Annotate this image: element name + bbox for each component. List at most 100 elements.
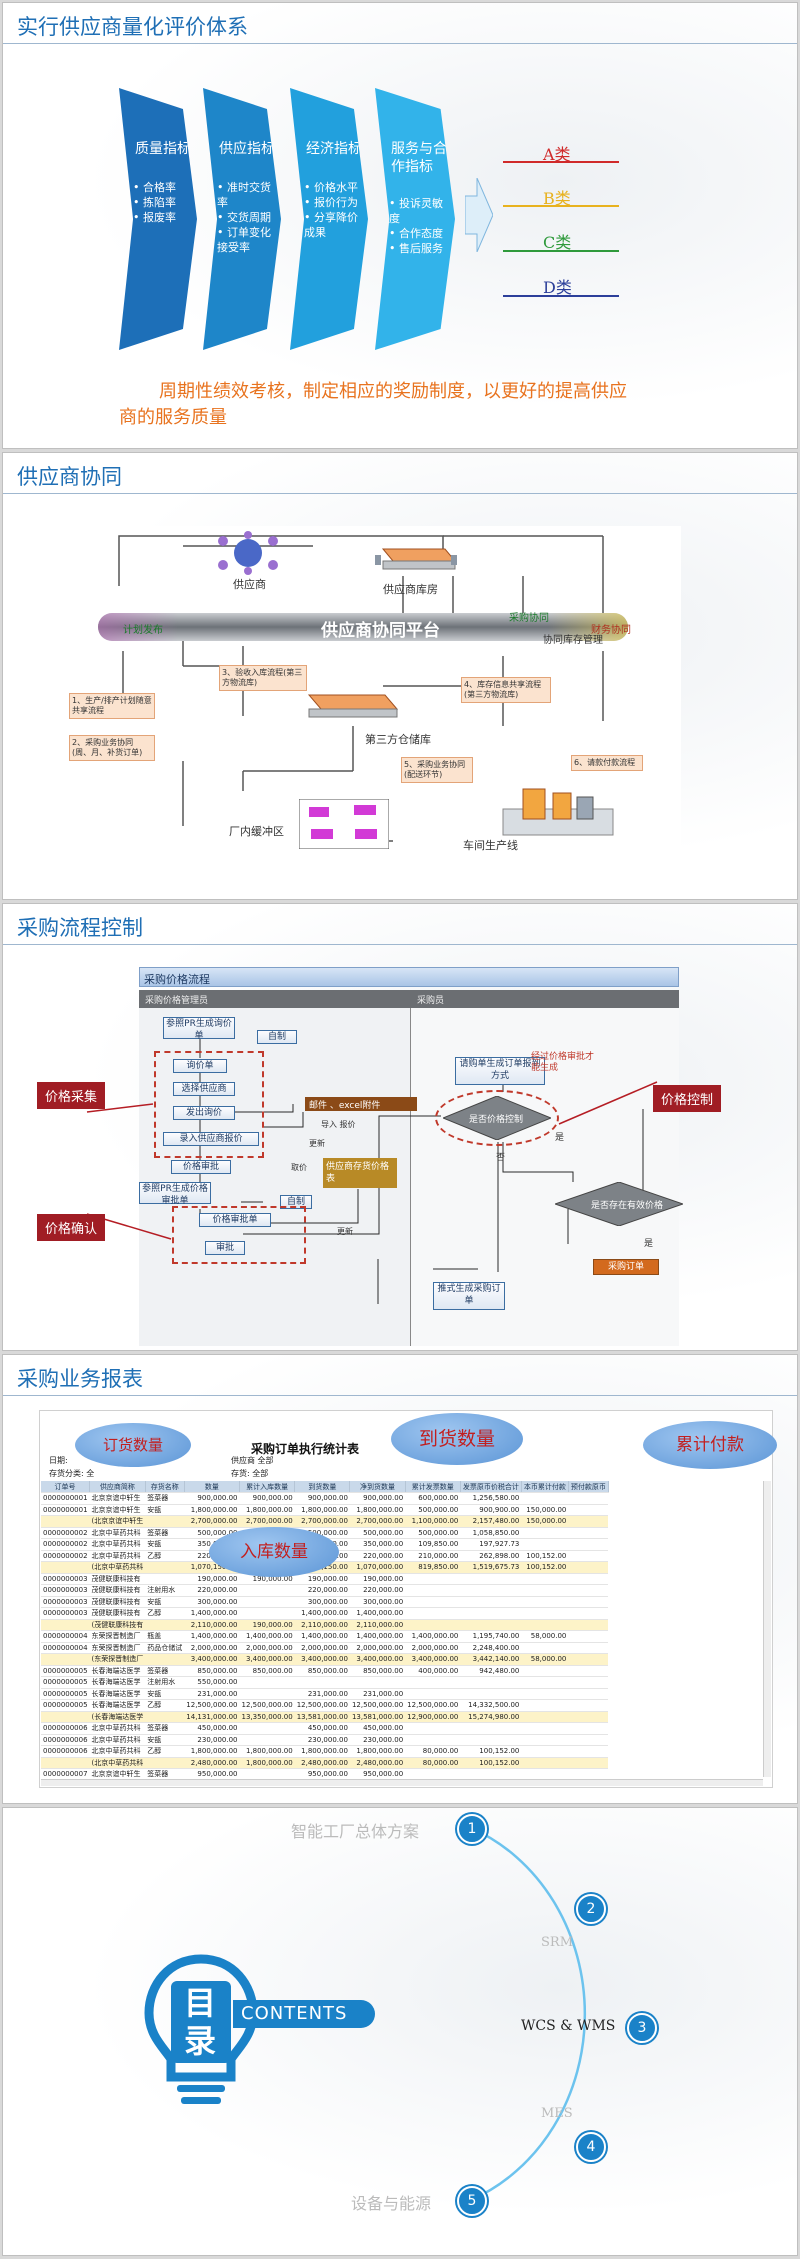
- table-cell: 东荣探晋制造厂: [89, 1642, 146, 1654]
- column-header[interactable]: 预付款原币: [568, 1481, 609, 1493]
- yes2-label: 是: [644, 1239, 654, 1249]
- table-cell: 北京中草药共科: [89, 1527, 146, 1539]
- table-cell: 1,058,850.00: [460, 1527, 522, 1539]
- table-cell: [568, 1722, 609, 1735]
- table-cell: 500,000.00: [349, 1527, 406, 1539]
- table-cell: [460, 1688, 522, 1700]
- price-compare-box: 价格审批: [171, 1160, 231, 1174]
- toc-number-4[interactable]: 4: [576, 2132, 606, 2162]
- stage-item: 售后服务: [389, 241, 451, 256]
- stage-item: 订单变化接受率: [217, 225, 279, 255]
- table-cell: [568, 1527, 609, 1539]
- table-cell: 安瓿: [145, 1504, 185, 1516]
- buffer-shelves-icon: [299, 799, 389, 849]
- price-control-decision: [443, 1096, 551, 1140]
- horizontal-scrollbar[interactable]: [41, 1779, 763, 1786]
- table-cell: 100,152.00: [460, 1745, 522, 1758]
- table-cell: 0000000006: [41, 1722, 90, 1735]
- title-divider: [3, 43, 797, 44]
- platform-label: 供应商协同平台: [321, 621, 440, 641]
- stage-item: 分享降价成果: [304, 210, 366, 240]
- no1-label: 否: [496, 1153, 506, 1163]
- table-cell: 100,152.00: [521, 1561, 569, 1574]
- column-header[interactable]: 净到货数量: [349, 1481, 406, 1493]
- table-cell: 190,000.00: [294, 1573, 350, 1585]
- grade-c-line: [503, 250, 619, 252]
- column-header[interactable]: 订单号: [41, 1481, 91, 1493]
- table-cell: 13,350,000.00: [239, 1711, 295, 1723]
- requisition-box: 请购单生成订单报到方式: [455, 1057, 545, 1085]
- column-header[interactable]: 累计发票数量: [405, 1481, 461, 1493]
- table-cell: 0000000004: [41, 1630, 90, 1643]
- table-cell: 900,000.00: [294, 1492, 350, 1505]
- vertical-scrollbar[interactable]: [763, 1481, 771, 1777]
- table-cell: 150,000.00: [521, 1504, 569, 1516]
- platform-pipe-left-cap: [98, 613, 178, 641]
- column-header[interactable]: 累计入库数量: [239, 1481, 296, 1493]
- contents-banner: [233, 2000, 375, 2028]
- table-cell: [349, 1676, 406, 1689]
- toc-item-5[interactable]: 设备与能源: [351, 2194, 432, 2213]
- table-cell: 3,400,000.00: [405, 1653, 461, 1666]
- table-cell: 197,927.73: [460, 1538, 522, 1551]
- table-cell: 220,000.00: [184, 1584, 240, 1597]
- table-cell: [568, 1734, 609, 1746]
- table-cell: 58,000.00: [521, 1630, 569, 1643]
- stage-heading: 供应指标: [219, 141, 275, 157]
- toc-item-4[interactable]: MES: [541, 2106, 573, 2121]
- table-cell: [460, 1596, 522, 1608]
- column-header[interactable]: 到货数量: [294, 1481, 351, 1493]
- column-header[interactable]: 供应商简称: [89, 1481, 146, 1493]
- toc-number-2[interactable]: 2: [576, 1894, 606, 1924]
- column-header[interactable]: 本币累计付款: [521, 1481, 569, 1493]
- table-cell: 长春海端达医学: [89, 1699, 146, 1712]
- toc-item-3[interactable]: WCS & WMS: [521, 2018, 616, 2034]
- column-header[interactable]: 发票原币价税合计: [460, 1481, 522, 1493]
- table-cell: [239, 1596, 295, 1608]
- toc-item-1[interactable]: 智能工厂总体方案: [291, 1822, 420, 1841]
- table-cell: [239, 1584, 295, 1597]
- table-cell: 14,332,500.00: [460, 1699, 522, 1712]
- toc-number-1[interactable]: 1: [457, 1814, 487, 1844]
- table-cell: 2,700,000.00: [239, 1515, 295, 1528]
- toc-number-3[interactable]: 3: [627, 2013, 657, 2043]
- table-cell: [568, 1550, 609, 1562]
- table-cell: 12,500,000.00: [349, 1699, 406, 1712]
- table-cell: 2,110,000.00: [349, 1619, 406, 1631]
- table-cell: 北京中草药共科: [89, 1538, 146, 1551]
- table-cell: [405, 1619, 461, 1631]
- table-cell: 300,000.00: [184, 1596, 240, 1608]
- column-header[interactable]: 数量: [184, 1481, 241, 1493]
- table-cell: 1,400,000.00: [239, 1630, 295, 1643]
- toc-item-2[interactable]: SRM: [541, 1935, 574, 1950]
- table-cell: 2,480,000.00: [294, 1757, 350, 1769]
- table-cell: 231,000.00: [349, 1688, 406, 1700]
- table-cell: 190,000.00: [239, 1573, 295, 1585]
- table-cell: [568, 1745, 609, 1758]
- toc-number-5[interactable]: 5: [457, 2186, 487, 2216]
- column-header[interactable]: 存货名称: [145, 1481, 185, 1493]
- bulb-icon: [144, 1954, 258, 2104]
- table-cell: 450,000.00: [294, 1722, 350, 1735]
